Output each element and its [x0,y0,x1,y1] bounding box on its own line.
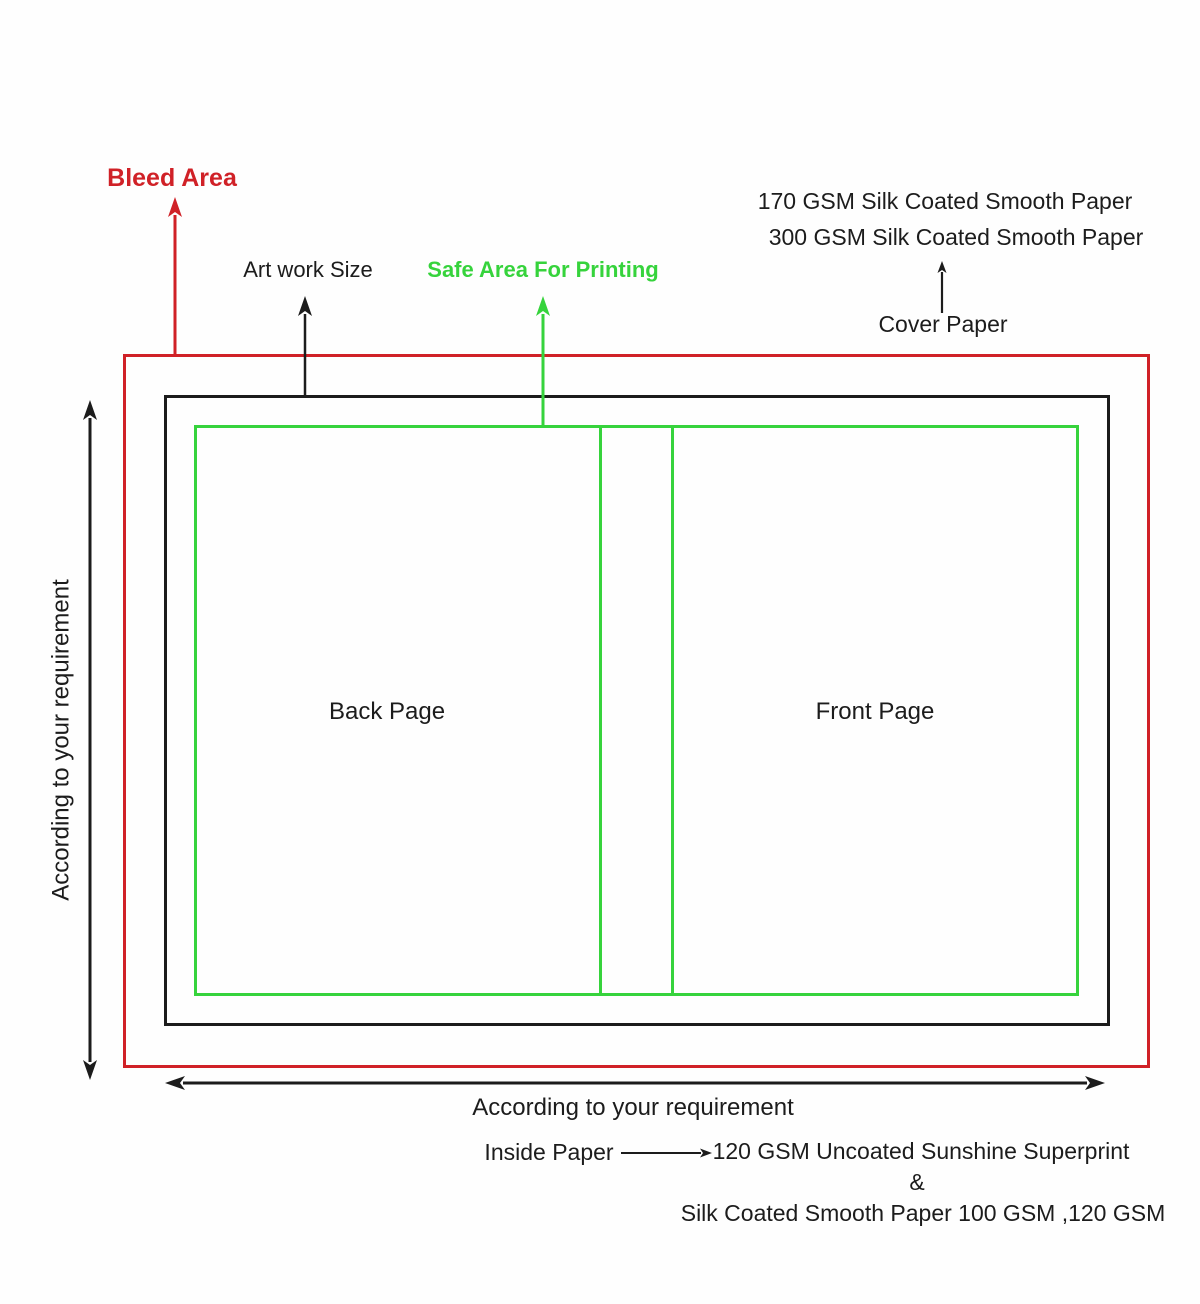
artwork-size-rect [164,395,1110,1026]
bleed-area-rect [123,354,1150,1068]
height-dimension-label: According to your requirement [47,579,75,901]
inside-paper-spec-line1: 120 GSM Uncoated Sunshine Superprint [712,1138,1130,1164]
spine-rect [599,425,674,996]
cover-paper-spec-line1: 170 GSM Silk Coated Smooth Paper [757,188,1133,214]
artwork-size-label: Art work Size [243,257,373,282]
cover-paper-spec-line2: 300 GSM Silk Coated Smooth Paper [768,224,1144,250]
width-dimension-label: According to your requirement [472,1094,794,1121]
inside-paper-label: Inside Paper [484,1139,614,1165]
cover-paper-label: Cover Paper [878,311,1008,337]
bleed-area-label: Bleed Area [107,164,237,192]
front-page-label: Front Page [815,698,935,725]
back-page-label: Back Page [328,698,446,725]
inside-paper-spec-line2: Silk Coated Smooth Paper 100 GSM ,120 GS… [680,1200,1166,1226]
safe-area-label: Safe Area For Printing [427,257,659,282]
inside-paper-spec-joiner: & [909,1169,925,1195]
